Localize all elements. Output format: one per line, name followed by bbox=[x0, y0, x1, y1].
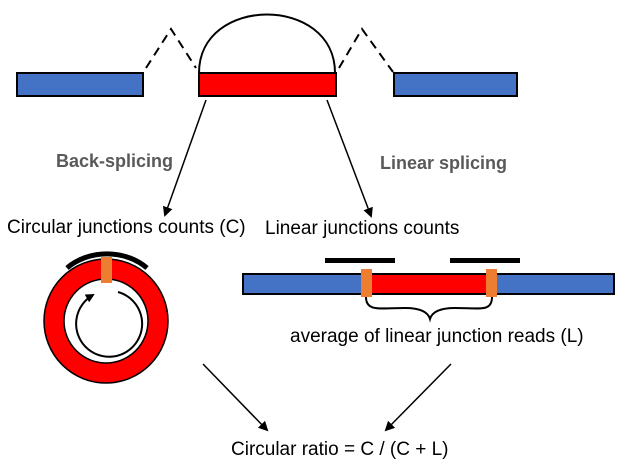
linear-read-right bbox=[450, 258, 520, 263]
back-splice-arc bbox=[198, 13, 336, 74]
upstream-exon bbox=[16, 72, 144, 97]
linear-counts-label: Linear junctions counts bbox=[265, 218, 459, 239]
back-splicing-label: Back-splicing bbox=[56, 151, 173, 171]
circular-counts-label: Circular junctions counts (C) bbox=[7, 217, 246, 238]
linear-splice-left bbox=[145, 27, 197, 69]
linear-junction-left bbox=[361, 269, 372, 297]
circular-read-arc bbox=[65, 251, 149, 270]
arrow-circular-to-ratio bbox=[202, 363, 269, 432]
downstream-exon bbox=[393, 72, 518, 97]
circular-direction-arrow bbox=[75, 291, 144, 358]
back-splice-junction-marker bbox=[101, 257, 112, 283]
arrow-back-splicing bbox=[162, 99, 207, 217]
linear-average-label: average of linear junction reads (L) bbox=[290, 326, 584, 347]
linear-splicing-label: Linear splicing bbox=[380, 153, 507, 173]
circular-ratio-formula: Circular ratio = C / (C + L) bbox=[231, 439, 449, 460]
circularizing-exon bbox=[198, 72, 337, 97]
linear-read-left bbox=[325, 258, 395, 263]
linear-junction-right bbox=[486, 269, 497, 297]
arrow-linear-splicing bbox=[326, 99, 373, 218]
arrow-linear-to-ratio bbox=[384, 363, 452, 432]
average-brace bbox=[365, 296, 493, 323]
linear-exon-red bbox=[367, 275, 492, 293]
linear-splice-right bbox=[338, 27, 394, 73]
